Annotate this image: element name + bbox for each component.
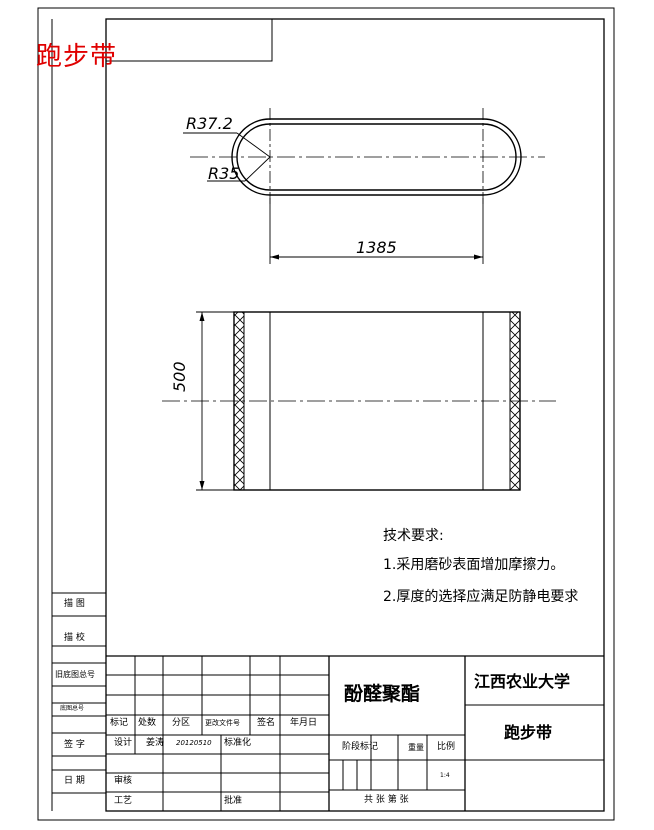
tech-req-item-1: 1.采用磨砂表面增加摩擦力。 (383, 557, 565, 573)
width-dimension-label: 500 (170, 361, 189, 392)
stage-mark-label: 阶段标记 (342, 742, 379, 752)
part-name: 跑步带 (504, 723, 553, 742)
header-date: 年月日 (290, 718, 318, 728)
strip-drawing: 描 图 (64, 599, 85, 609)
strip-base-no: 底图总号 (60, 705, 85, 712)
process-label: 工艺 (114, 796, 133, 806)
strip-signature: 签 字 (64, 740, 85, 750)
inner-border (105, 18, 605, 812)
approve-label: 批准 (224, 796, 243, 806)
outer-border (37, 7, 615, 821)
title-block-grid (106, 655, 604, 811)
standardization-label: 标准化 (224, 738, 252, 748)
design-date: 20120510 (176, 739, 212, 747)
strip-check: 描 校 (64, 633, 85, 643)
scale-value: 1:4 (440, 772, 450, 779)
top-view (183, 108, 545, 264)
header-mark: 标记 (110, 718, 129, 728)
header-count: 处数 (138, 718, 157, 728)
front-view (162, 311, 556, 491)
header-sign: 签名 (257, 718, 276, 728)
tech-req-heading: 技术要求: (383, 528, 444, 544)
length-dimension-label: 1385 (356, 238, 397, 257)
tech-req-item-2: 2.厚度的选择应满足防静电要求 (383, 589, 579, 605)
review-label: 审核 (114, 776, 133, 786)
sheet-count-label: 共 张 第 张 (364, 795, 409, 805)
left-strip-grid (51, 19, 106, 811)
scale-label: 比例 (437, 742, 456, 752)
designer-name: 姜涛 (146, 738, 165, 748)
header-zone: 分区 (172, 718, 191, 728)
material-name: 酚醛聚酯 (344, 683, 421, 705)
top-left-frame (105, 18, 273, 62)
outer-radius-label: R37.2 (186, 114, 233, 133)
inner-radius-label: R35 (208, 164, 240, 183)
design-label: 设计 (114, 738, 133, 748)
strip-old-no: 旧底图总号 (55, 670, 95, 679)
weight-label: 重量 (408, 743, 424, 752)
red-watermark-title: 跑步带 (36, 42, 118, 72)
header-change-doc: 更改文件号 (205, 719, 240, 727)
strip-date: 日 期 (64, 776, 85, 786)
university-name: 江西农业大学 (474, 672, 571, 691)
